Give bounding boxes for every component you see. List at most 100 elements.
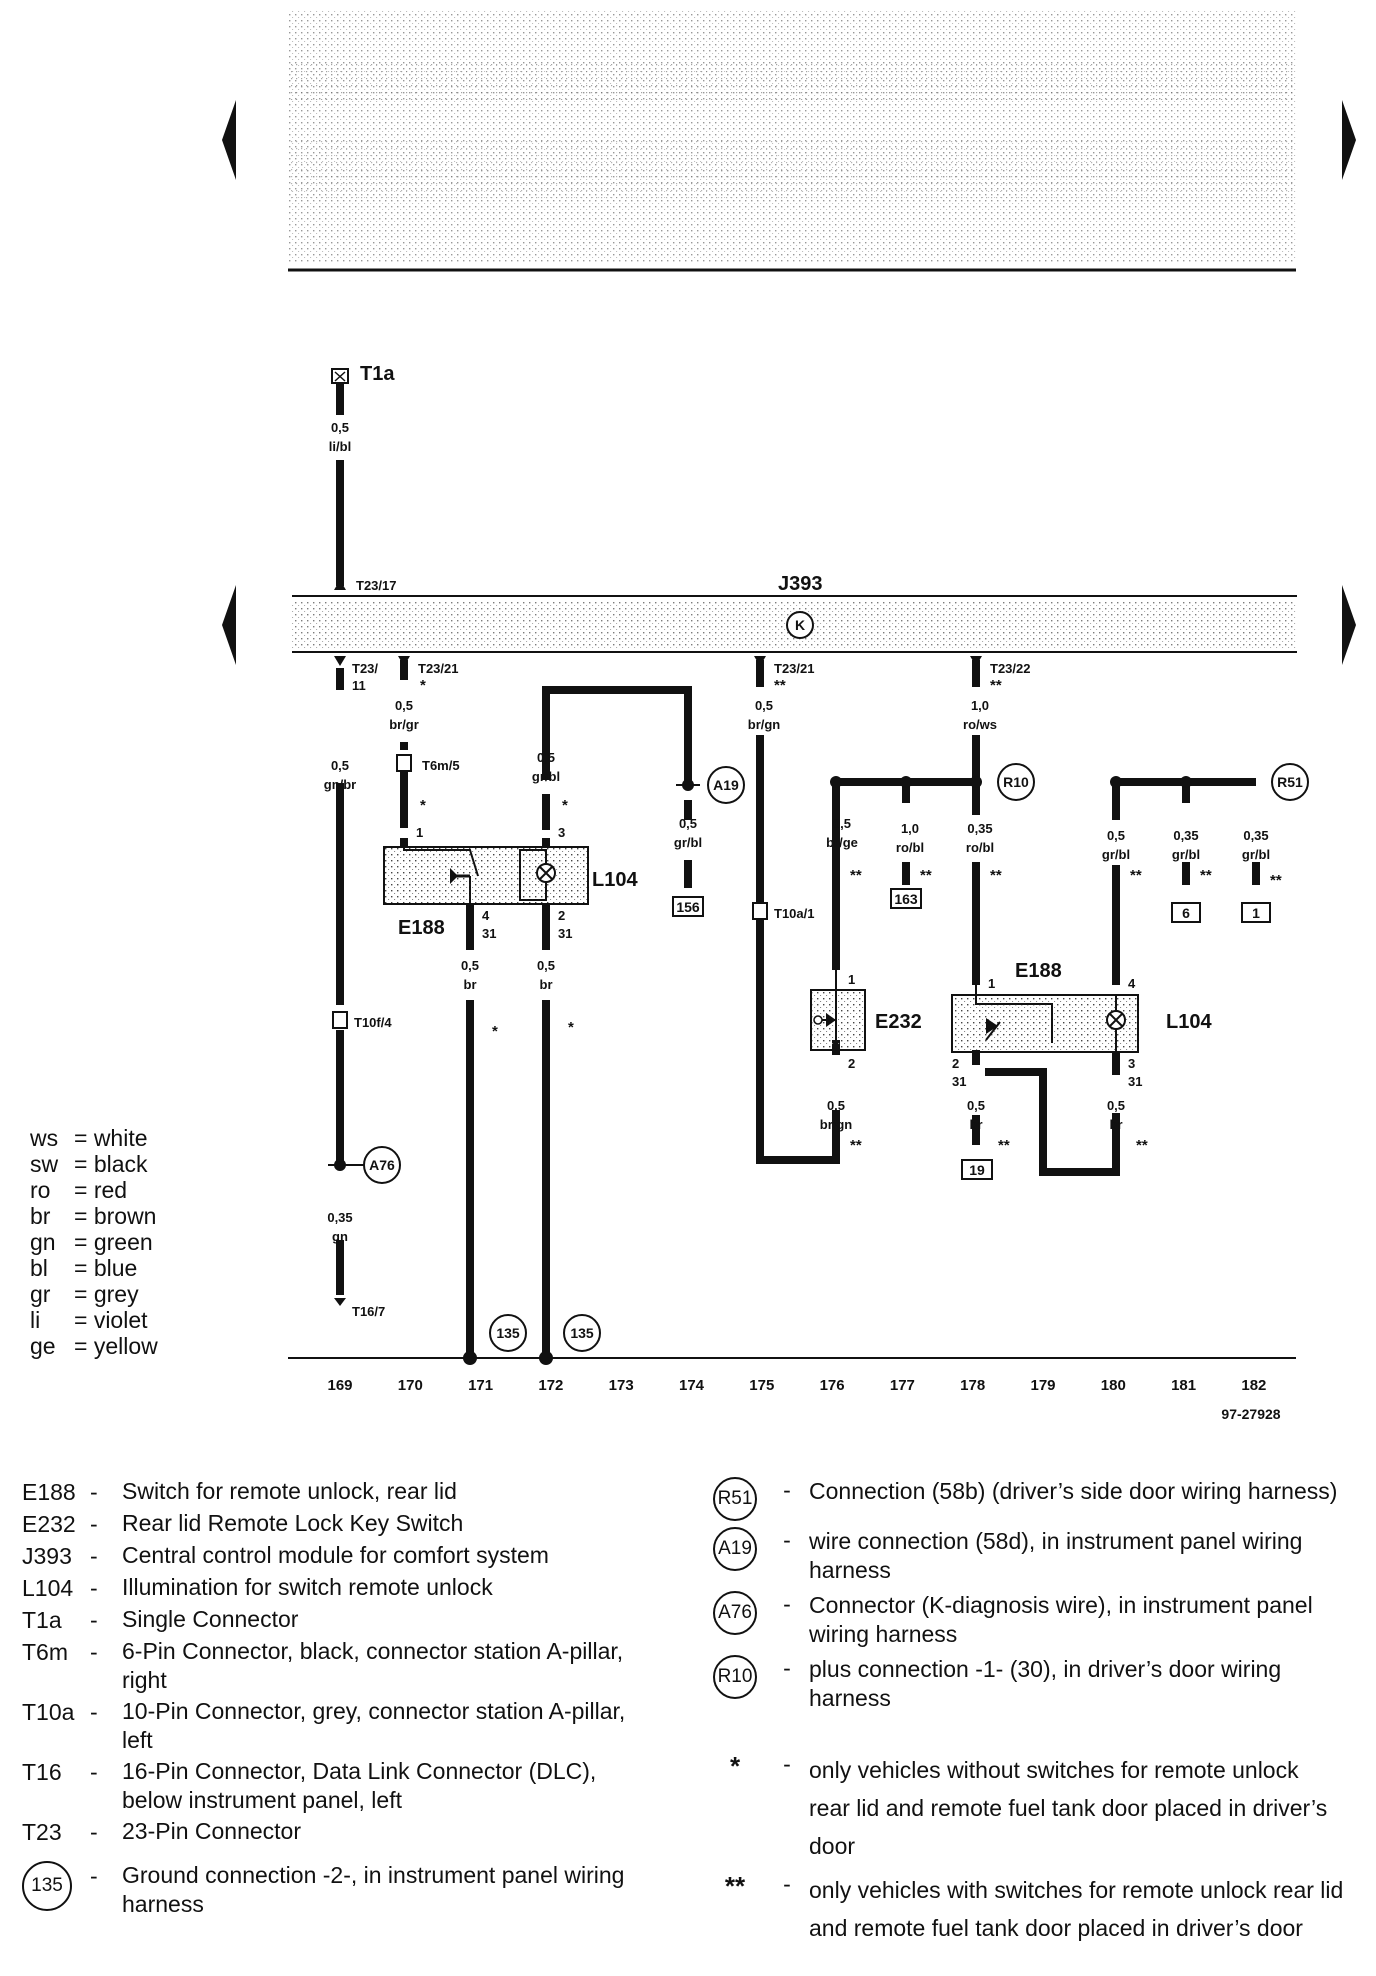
svg-text:*: * — [568, 1019, 574, 1036]
svg-text:6: 6 — [1182, 905, 1190, 921]
color-code-row: br= brown — [30, 1203, 158, 1229]
j393-icon-label: K — [795, 617, 805, 633]
next-page-arrow[interactable] — [1342, 100, 1356, 180]
legend-dash: - — [783, 1477, 791, 1503]
legend-dash: - — [90, 1819, 98, 1845]
legend-desc: Illumination for switch remote unlock — [122, 1574, 493, 1600]
svg-text:0,5: 0,5 — [1107, 1098, 1125, 1113]
connection-symbol-icon: A76 — [713, 1591, 757, 1635]
legend-code: T16 — [22, 1759, 62, 1785]
e232-component — [810, 970, 866, 1055]
color-code-row: ge= yellow — [30, 1333, 158, 1359]
svg-text:0,35: 0,35 — [967, 821, 992, 836]
svg-text:gn: gn — [332, 1229, 348, 1244]
connection-legend: R51-Connection (58b) (driver’s side door… — [705, 1477, 1345, 1953]
legend-desc: 10-Pin Connector, grey, connector statio… — [122, 1698, 626, 1753]
legend-code: T1a — [22, 1607, 62, 1633]
svg-text:135: 135 — [496, 1325, 520, 1341]
track-number: 176 — [820, 1377, 845, 1392]
color-code-row: bl= blue — [30, 1255, 158, 1281]
legend-row: *-only vehicles without switches for rem… — [705, 1751, 1345, 1865]
legend-desc: 16-Pin Connector, Data Link Connector (D… — [122, 1758, 597, 1813]
legend-code: A76 — [705, 1591, 765, 1649]
svg-text:0,35: 0,35 — [1173, 828, 1198, 843]
legend-dash: - — [783, 1527, 791, 1553]
legend-row: R51-Connection (58b) (driver’s side door… — [705, 1477, 1345, 1521]
t1a-connector: T1a — [331, 363, 395, 385]
j393-label: J393 — [778, 573, 823, 595]
legend-row: A76-Connector (K-diagnosis wire), in ins… — [705, 1591, 1345, 1649]
legend-code: T6m — [22, 1639, 68, 1665]
legend-desc: Connection (58b) (driver’s side door wir… — [809, 1478, 1338, 1504]
svg-text:1: 1 — [1252, 905, 1260, 921]
color-code-row: li = violet — [30, 1307, 158, 1333]
svg-text:gr/bl: gr/bl — [532, 769, 560, 784]
color-name: = red — [74, 1177, 128, 1203]
track-number: 180 — [1101, 1377, 1126, 1392]
svg-text:**: ** — [998, 1137, 1010, 1154]
scroll-right-arrow[interactable] — [1342, 585, 1356, 665]
t6m5-label: T6m/5 — [422, 758, 460, 773]
svg-text:0,5: 0,5 — [833, 816, 851, 831]
color-name: = yellow — [74, 1333, 158, 1359]
svg-text:0,5: 0,5 — [461, 958, 479, 973]
svg-text:br/gn: br/gn — [820, 1117, 853, 1132]
legend-row: T6m-6-Pin Connector, black, connector st… — [22, 1637, 662, 1695]
legend-dash: - — [90, 1607, 98, 1633]
t23-11-label-b: 11 — [352, 678, 366, 693]
right-pin-3: 3 — [1128, 1056, 1135, 1071]
svg-text:135: 135 — [570, 1325, 594, 1341]
color-code: br — [30, 1203, 51, 1229]
legend-row: A19-wire connection (58d), in instrument… — [705, 1527, 1345, 1585]
legend-desc: only vehicles with switches for remote u… — [809, 1877, 1344, 1941]
legend-dash: - — [90, 1479, 98, 1505]
t16-7-label: T16/7 — [352, 1304, 385, 1319]
scroll-left-arrow[interactable] — [222, 585, 236, 665]
diagram-id: 97-27928 — [1221, 1406, 1281, 1422]
legend-dash: - — [783, 1591, 791, 1617]
legend-dash: - — [90, 1639, 98, 1665]
svg-text:0,35: 0,35 — [327, 1210, 352, 1225]
legend-row: J393-Central control module for comfort … — [22, 1541, 662, 1571]
ground-symbol-icon: 135 — [22, 1861, 72, 1911]
wire-connections: A19 A76 R10 R51 135 135 — [328, 763, 1309, 1352]
legend-desc: 6-Pin Connector, black, connector statio… — [122, 1638, 624, 1693]
svg-text:*: * — [420, 797, 426, 814]
legend-code: E232 — [22, 1511, 76, 1537]
legend-dash: - — [90, 1699, 98, 1725]
right-pin-1: 1 — [988, 976, 995, 991]
track-number: 177 — [890, 1377, 915, 1392]
connection-symbol-icon: A19 — [713, 1527, 757, 1571]
svg-text:0,5: 0,5 — [331, 758, 349, 773]
ground-135-icon — [489, 1314, 527, 1352]
legend-row: T10a-10-Pin Connector, grey, connector s… — [22, 1697, 662, 1755]
svg-text:gr/bl: gr/bl — [1172, 847, 1200, 862]
pin-4: 4 — [482, 908, 490, 923]
t10f4-label: T10f/4 — [354, 1015, 392, 1030]
color-code: li — [30, 1307, 41, 1333]
svg-text:gr/bl: gr/bl — [1102, 847, 1130, 862]
svg-text:br/ge: br/ge — [826, 835, 858, 850]
variant-marks: * * * * * ** ** ** ** ** ** ** ** ** ** … — [420, 677, 1282, 1154]
pin-31-b: 31 — [558, 926, 572, 941]
color-code: ro — [30, 1177, 51, 1203]
wiring-diagram: K J393 — [222, 10, 1356, 1392]
color-name: = violet — [74, 1307, 148, 1333]
track-number: 174 — [679, 1377, 705, 1392]
color-name: = white — [74, 1125, 148, 1151]
t23-22-label: T23/22 — [990, 661, 1030, 676]
svg-text:**: ** — [1270, 872, 1282, 889]
a19-connection-icon — [707, 766, 745, 804]
legend-code: A19 — [705, 1527, 765, 1585]
track-number: 181 — [1171, 1377, 1196, 1392]
svg-text:A76: A76 — [369, 1157, 395, 1173]
e188-right-label: E188 — [1015, 960, 1062, 982]
svg-text:0,5: 0,5 — [1107, 828, 1125, 843]
legend-row: 135-Ground connection -2-, in instrument… — [22, 1861, 662, 1919]
legend-row: E188-Switch for remote unlock, rear lid — [22, 1477, 662, 1507]
previous-page-arrow[interactable] — [222, 100, 236, 180]
svg-text:0,5: 0,5 — [827, 1098, 845, 1113]
svg-text:*: * — [420, 677, 426, 694]
